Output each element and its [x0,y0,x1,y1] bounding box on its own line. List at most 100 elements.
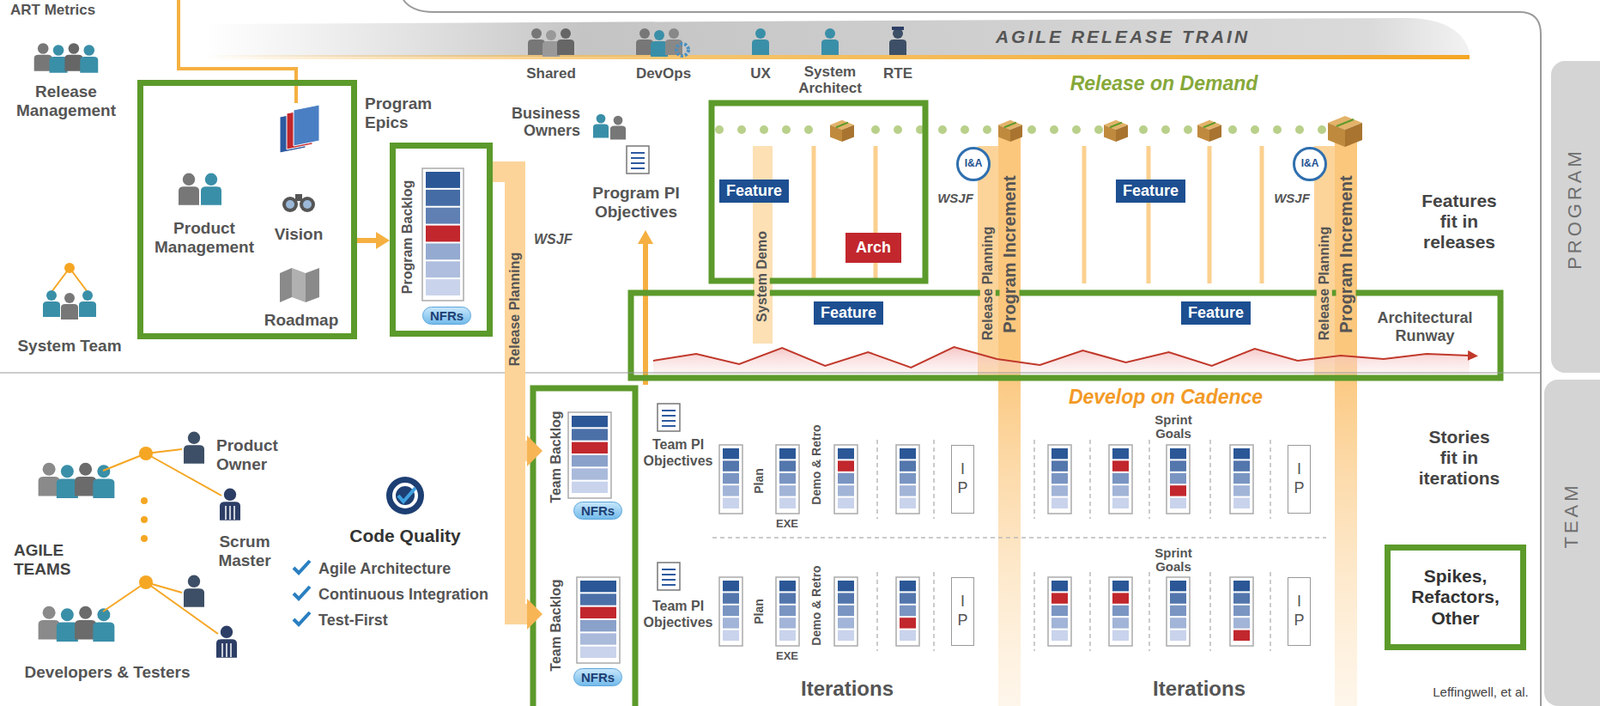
highlight-box: Product ManagementVisionRoadmap [137,79,358,340]
diagram-label: Release Planning [1316,224,1333,344]
person-head [220,625,233,638]
diagram-label: EXE [775,649,799,663]
backlog-item [722,592,740,603]
iteration-divider [1209,439,1212,519]
backlog-item [1169,605,1187,616]
node-text: Team Backlog [548,578,564,671]
backlog-item [899,605,916,616]
backlog-item [425,189,461,207]
program-increment-band [998,137,1021,706]
ip-box: IP [1287,576,1311,646]
release-package [1115,124,1128,142]
node-text: Feature [1187,303,1244,322]
runway-area [653,346,1470,375]
backlog-box: NFRs Team Backlog [542,403,629,533]
team-backlog-stack [576,576,620,663]
backlog-item [1051,617,1068,628]
person-head [96,464,110,478]
backlog-item [1233,460,1250,471]
person-head [78,606,92,619]
iteration-box [834,576,858,646]
release-dot [715,125,724,134]
backlog-item [580,606,617,619]
backlog-item [580,646,617,658]
iteration-divider [1089,571,1091,651]
iteration-box [1048,444,1072,514]
iteration-divider [1269,571,1272,651]
iteration-divider [1148,571,1151,651]
backlog-item [837,617,855,628]
person-body [49,56,68,73]
release-dot [804,125,813,134]
runway-line [653,346,1470,368]
backlog-item [1112,605,1129,616]
release-package [998,124,1011,142]
train-body [204,18,1470,57]
backlog-item [1112,617,1129,628]
check-mark [293,586,310,599]
backlog-item [779,472,796,484]
backlog-item [425,242,461,260]
person-head [755,28,766,39]
release-dot [759,125,769,134]
highlight-frame [711,103,926,281]
diagram-label: Developers & Testers [24,662,191,682]
iteration-box [1230,576,1254,646]
diagram-label: WSJF [533,231,572,248]
ip-box: IP [951,576,975,646]
person-head [60,464,74,478]
document-line [630,167,645,170]
iteration-divider [1209,571,1212,651]
backlog-item [1051,484,1068,496]
person-body [178,186,200,206]
person-head [182,173,195,186]
backlog-item [1051,580,1068,591]
backlog-item [1169,592,1187,603]
package-tape [1109,122,1122,128]
iteration-divider [933,439,935,519]
iteration-box [1048,576,1072,646]
node-text: Team Backlog [548,410,564,503]
backlog-item [722,605,740,616]
person-body [219,501,241,521]
diagram-label: AGILE TEAMS [13,540,109,579]
diagram-label: Scrum Master [197,532,292,570]
node-text: Product Management [151,218,258,257]
release-dot [960,125,970,134]
section-tab: TEAM [1544,379,1600,706]
person-head [68,42,80,55]
node-text: Vision [274,224,324,244]
backlog-item [722,460,740,471]
backlog-item [1233,592,1250,603]
node-text: I&A [964,157,983,170]
iteration-divider [1089,439,1091,519]
train-stripe [204,54,1470,60]
note-box: Spikes, Refactors, Other [1384,544,1527,650]
release-dot [982,125,992,134]
backlog-item [779,497,796,509]
release-dot [1183,125,1193,134]
iteration-box [719,444,743,514]
iteration-divider [1148,439,1151,519]
nfr-pill: NFRs [573,501,623,520]
person-body [557,39,575,55]
diagram-label: Business Owners [501,104,581,140]
diagram-label: WSJF [937,190,974,206]
backlog-item [779,448,796,459]
node-text: NFRs [581,669,615,685]
release-dot [938,125,947,134]
iteration-marker [1260,145,1265,284]
backlog-item [425,260,461,278]
backlog-item [779,617,796,628]
backlog-item [1051,472,1068,484]
scrum-stripe [233,505,236,520]
diagram-label: Team PI Objectives [636,597,720,631]
document-icon [657,562,680,590]
node-text: PROGRAM [1563,147,1586,270]
backlog-item [779,605,796,616]
document-line [661,578,676,581]
check-mark [293,560,310,573]
check-mark [293,612,310,625]
quality-badge [386,476,425,515]
ip-box: IP [1287,444,1311,514]
